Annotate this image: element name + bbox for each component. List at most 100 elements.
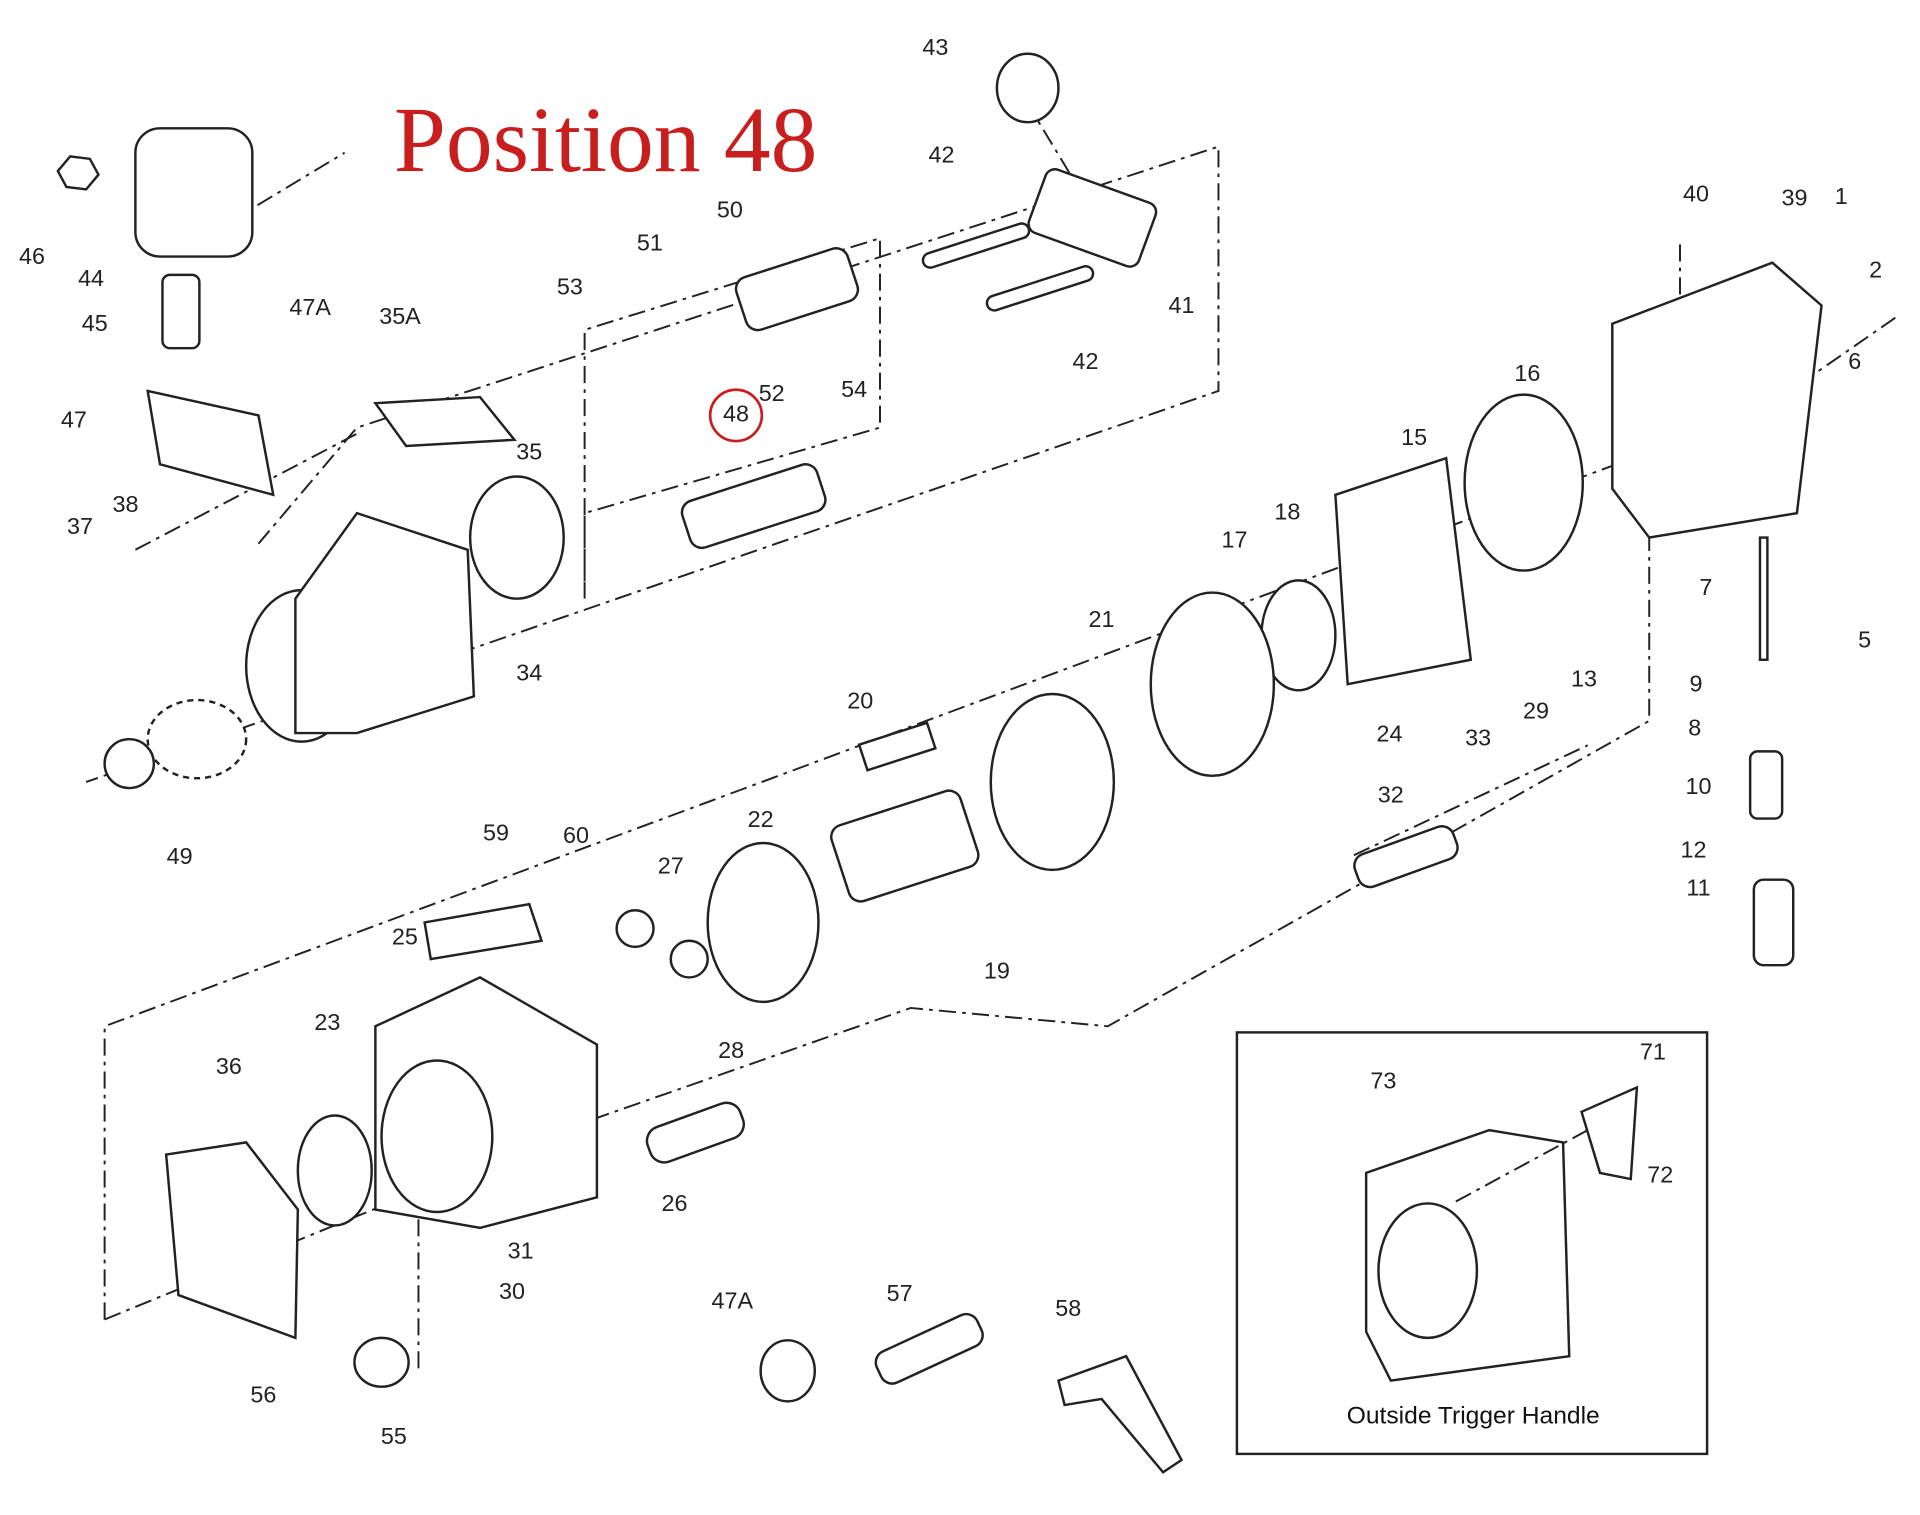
- part-label-40: 40: [1683, 181, 1709, 207]
- gasket-part-16: [1463, 393, 1585, 572]
- part-label-31: 31: [508, 1238, 534, 1264]
- part-label-13: 13: [1571, 666, 1597, 692]
- part-label-55: 55: [381, 1423, 407, 1449]
- part-label-73: 73: [1370, 1068, 1396, 1094]
- part-label-15: 15: [1401, 424, 1427, 450]
- housing-bore-25: [380, 1059, 494, 1214]
- part-label-56: 56: [250, 1382, 276, 1408]
- part-label-43: 43: [922, 34, 948, 60]
- bearing-part-27: [615, 909, 655, 949]
- part-label-16: 16: [1514, 360, 1540, 386]
- vane-part-20: [857, 721, 937, 772]
- part-label-38: 38: [113, 491, 139, 517]
- plate-part-35A: [373, 395, 517, 448]
- part-label-26: 26: [661, 1190, 687, 1216]
- part-label-51: 51: [637, 230, 663, 256]
- inset-outside-trigger-handle: Outside Trigger Handle: [1235, 1031, 1709, 1456]
- part-label-2: 2: [1869, 256, 1882, 282]
- part-label-53: 53: [557, 274, 583, 300]
- plate-part-59: [423, 902, 544, 961]
- pin-part-42a: [921, 222, 1031, 269]
- part-label-11: 11: [1686, 875, 1710, 901]
- part-label-28: 28: [718, 1037, 744, 1063]
- part-label-18: 18: [1274, 498, 1300, 524]
- part-label-19: 19: [984, 958, 1010, 984]
- part-label-10: 10: [1685, 773, 1711, 799]
- bearing-part-27b: [669, 939, 709, 979]
- page-title: Position 48: [394, 89, 818, 192]
- bearing-part-23: [296, 1114, 373, 1227]
- part-label-34: 34: [516, 660, 542, 686]
- part-label-30: 30: [499, 1278, 525, 1304]
- inlet-part-11: [1752, 878, 1795, 967]
- part-label-35: 35: [516, 438, 542, 464]
- part-label-33: 33: [1465, 724, 1491, 750]
- cam-part-41: [1027, 168, 1158, 268]
- part-shapes: [56, 52, 1823, 1474]
- cylinder-part-21: [989, 692, 1116, 872]
- handle-part-44: [134, 127, 254, 258]
- part-label-20: 20: [847, 688, 873, 714]
- motor-housing-part-1: [1611, 261, 1823, 539]
- endplate-part-17: [1149, 591, 1276, 778]
- part-label-22: 22: [748, 806, 774, 832]
- endplate-part-22: [706, 841, 820, 1004]
- part-label-23: 23: [314, 1009, 340, 1035]
- gasket-part-36: [164, 1141, 300, 1340]
- part-label-48: 48: [723, 401, 749, 427]
- part-label-47A: 47A: [712, 1288, 754, 1314]
- rod-part-7: [1758, 536, 1769, 661]
- part-label-71: 71: [1640, 1038, 1666, 1064]
- gasket-part-15: [1334, 456, 1473, 686]
- part-label-24: 24: [1377, 721, 1403, 747]
- part-label-60: 60: [563, 822, 589, 848]
- pin-part-57: [874, 1312, 984, 1385]
- nut-part-46: [56, 155, 100, 191]
- highlight-circle: [708, 388, 764, 443]
- bushing-part-35: [468, 475, 565, 600]
- part-label-5: 5: [1858, 627, 1871, 653]
- part-label-42: 42: [929, 142, 955, 168]
- part-label-36: 36: [216, 1053, 242, 1079]
- sleeve-part-26: [645, 1101, 746, 1164]
- part-label-27: 27: [658, 853, 684, 879]
- hammer-part: [146, 698, 248, 780]
- part-label-8: 8: [1688, 715, 1701, 741]
- part-label-29: 29: [1523, 698, 1549, 724]
- part-label-42: 42: [1073, 348, 1099, 374]
- valve-part-45: [161, 273, 201, 350]
- part-label-57: 57: [887, 1280, 913, 1306]
- spool-part-32: [1353, 825, 1459, 889]
- bracket-part-47: [146, 389, 275, 497]
- part-label-49: 49: [167, 843, 193, 869]
- part-label-37: 37: [67, 513, 93, 539]
- part-label-44: 44: [78, 265, 104, 291]
- spring-part-10: [1748, 750, 1784, 820]
- part-label-35A: 35A: [379, 303, 421, 329]
- pin-part-42b: [985, 265, 1095, 312]
- hammer-case-34: [294, 511, 476, 735]
- wrench-part-58: [1056, 1354, 1184, 1474]
- part-label-47: 47: [61, 407, 87, 433]
- ring-part-47A: [759, 1339, 816, 1403]
- anvil-part-48: [680, 463, 827, 550]
- part-label-7: 7: [1699, 574, 1712, 600]
- cap-part-55: [353, 1336, 410, 1388]
- part-label-6: 6: [1848, 348, 1861, 374]
- part-label-72: 72: [1647, 1162, 1673, 1188]
- part-label-9: 9: [1689, 671, 1702, 697]
- part-label-32: 32: [1378, 782, 1404, 808]
- part-label-59: 59: [483, 820, 509, 846]
- part-label-39: 39: [1781, 184, 1807, 210]
- part-label-17: 17: [1221, 526, 1247, 552]
- part-label-12: 12: [1681, 837, 1707, 863]
- part-43: [995, 52, 1060, 124]
- part-label-25: 25: [392, 924, 418, 950]
- part-label-1: 1: [1835, 183, 1848, 209]
- pin-part-50: [734, 247, 860, 332]
- ring-part-49: [103, 737, 156, 790]
- part-label-47A: 47A: [289, 294, 331, 320]
- part-label-21: 21: [1089, 606, 1115, 632]
